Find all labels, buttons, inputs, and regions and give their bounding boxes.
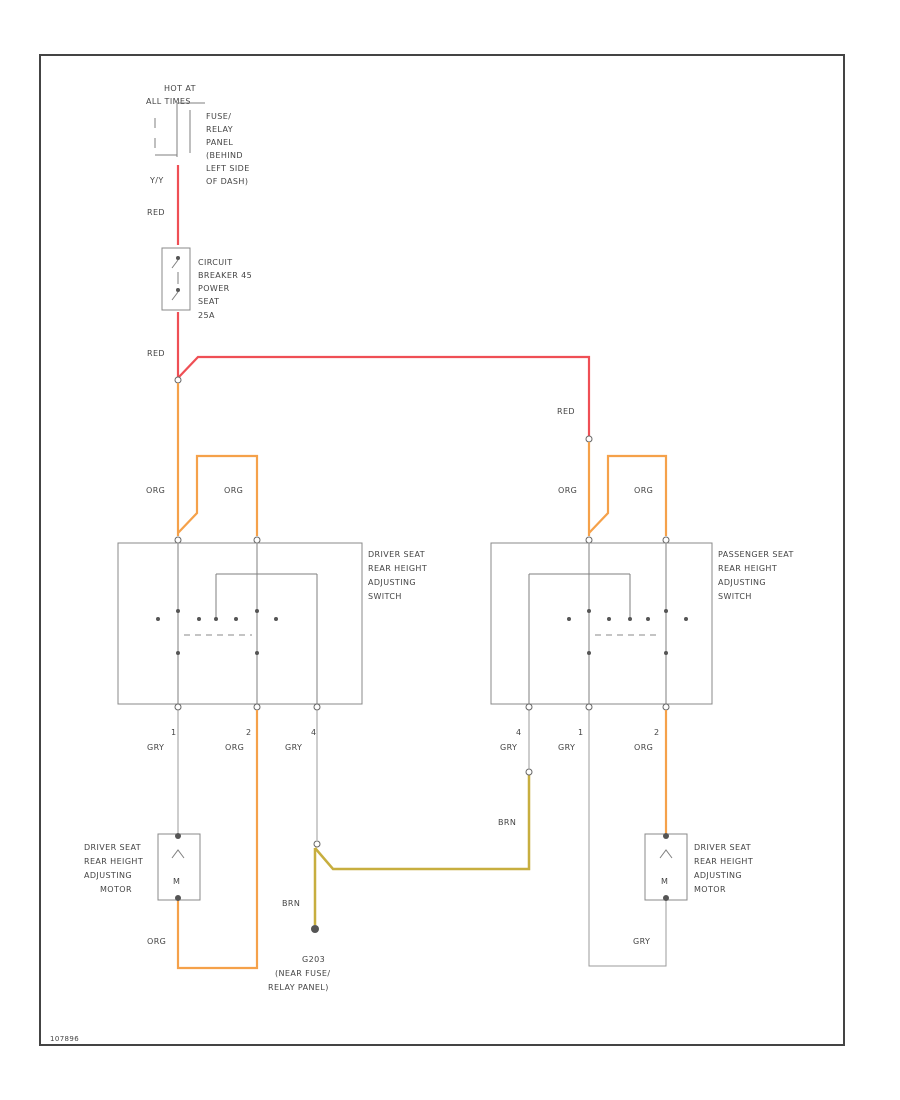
passenger-switch-line3: ADJUSTING [718,578,766,587]
pas-pin1-color: GRY [558,743,575,752]
pas-org-right-label: ORG [634,486,653,495]
driver-motor-line4: MOTOR [100,885,132,894]
passenger-motor-line2: REAR HEIGHT [694,857,753,866]
ground-line1: G203 [302,955,325,964]
hot-at-label: HOT AT [164,84,196,93]
diagram-frame [39,54,845,1046]
pas-pin1: 1 [578,728,584,737]
ground-line2: (NEAR FUSE/ [275,969,330,978]
fuse-relay-panel: HOT AT ALL TIMES FUSE/ RELAY PANEL (BEHI… [146,84,250,186]
red-wire-to-passenger [177,355,591,437]
passenger-seat-motor: M DRIVER SEAT REAR HEIGHT ADJUSTING MOTO… [644,833,753,901]
driver-seat-motor: M DRIVER SEAT REAR HEIGHT ADJUSTING MOTO… [84,833,201,901]
fuse-pin-label: Y/Y [149,176,164,185]
driver-switch-wiring: ORG ORG [146,383,261,544]
passenger-switch-line4: SWITCH [718,592,752,601]
breaker-line1: CIRCUIT [198,258,233,267]
fuse-panel-line2: RELAY [206,125,233,134]
breaker-line2: BREAKER 45 [198,271,252,280]
breaker-line5: 25A [198,311,215,320]
passenger-motor-line4: MOTOR [694,885,726,894]
fuse-panel-line1: FUSE/ [206,112,231,121]
passenger-motor-line3: ADJUSTING [694,871,742,880]
ground-g203: G203 (NEAR FUSE/ RELAY PANEL) [268,925,330,992]
passenger-seat-switch: PASSENGER SEAT REAR HEIGHT ADJUSTING SWI… [490,542,794,705]
breaker-line4: SEAT [198,297,219,306]
driver-switch-line4: SWITCH [368,592,402,601]
passenger-motor-line1: DRIVER SEAT [694,843,751,852]
pas-pin2: 2 [654,728,660,737]
drv-pin1-color: GRY [147,743,164,752]
driver-motor-line3: ADJUSTING [84,871,132,880]
all-times-label: ALL TIMES [146,97,191,106]
drv-pin1: 1 [171,728,177,737]
pas-grey-motor-loop [588,710,667,967]
brn-label-left: BRN [282,899,300,908]
footer-code: 107896 [50,1035,79,1043]
red-label-right: RED [557,407,575,416]
fuse-panel-line6: OF DASH) [206,177,248,186]
pas-motor-bottom-color: GRY [633,937,650,946]
passenger-switch-line1: PASSENGER SEAT [718,550,794,559]
fuse-panel-line5: LEFT SIDE [206,164,250,173]
driver-switch-line3: ADJUSTING [368,578,416,587]
driver-switch-line1: DRIVER SEAT [368,550,425,559]
ground-line3: RELAY PANEL) [268,983,329,992]
drv-org-right-label: ORG [224,486,243,495]
drv-org-motor-loop [176,710,259,970]
drv-motor-bottom-color: ORG [147,937,166,946]
breaker-line3: POWER [198,284,230,293]
pas-motor-symbol: M [661,877,668,886]
drv-pin2: 2 [246,728,252,737]
driver-motor-line1: DRIVER SEAT [84,843,141,852]
pas-pin4-color: GRY [500,743,517,752]
pas-org-left-label: ORG [558,486,577,495]
circuit-breaker: CIRCUIT BREAKER 45 POWER SEAT 25A [161,247,252,320]
brn-wire-splice [314,775,531,871]
brn-label-right: BRN [498,818,516,827]
ground-icon [311,925,319,933]
pas-pin4: 4 [516,728,522,737]
driver-motor-line2: REAR HEIGHT [84,857,143,866]
fuse-panel-line4: (BEHIND [206,151,243,160]
red-label-top: RED [147,208,165,217]
red-label-mid: RED [147,349,165,358]
fuse-panel-line3: PANEL [206,138,233,147]
driver-seat-switch: DRIVER SEAT REAR HEIGHT ADJUSTING SWITCH [117,542,427,705]
drv-pin4-color: GRY [285,743,302,752]
pas-pin2-color: ORG [634,743,653,752]
passenger-switch-wiring: ORG ORG [558,442,670,544]
drv-pin4: 4 [311,728,317,737]
driver-switch-line2: REAR HEIGHT [368,564,427,573]
drv-motor-symbol: M [173,877,180,886]
drv-org-left-label: ORG [146,486,165,495]
drv-pin2-color: ORG [225,743,244,752]
passenger-switch-line2: REAR HEIGHT [718,564,777,573]
